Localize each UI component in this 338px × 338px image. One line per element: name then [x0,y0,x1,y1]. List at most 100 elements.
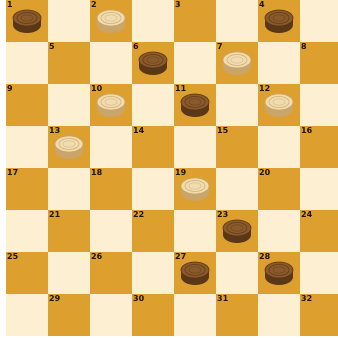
board-square-light [48,84,90,126]
board-square-27[interactable]: 27 [174,252,216,294]
board-square-light [48,0,90,42]
square-number: 8 [301,42,307,51]
board-square-light [300,168,338,210]
square-number: 24 [301,210,312,219]
board-square-light [6,210,48,252]
board-square-light [174,42,216,84]
square-number: 32 [301,294,312,303]
board-square-32[interactable]: 32 [300,294,338,336]
white-checker-piece[interactable] [96,93,126,118]
square-number: 9 [7,84,13,93]
square-number: 2 [91,0,97,9]
board-square-light [48,168,90,210]
board-square-13[interactable]: 13 [48,126,90,168]
square-number: 20 [259,168,270,177]
board-square-25[interactable]: 25 [6,252,48,294]
square-number: 13 [49,126,60,135]
square-number: 27 [175,252,186,261]
board-square-light [132,84,174,126]
board-square-light [216,168,258,210]
board-square-28[interactable]: 28 [258,252,300,294]
board-square-29[interactable]: 29 [48,294,90,336]
board-square-2[interactable]: 2 [90,0,132,42]
board-square-18[interactable]: 18 [90,168,132,210]
board-square-light [90,210,132,252]
square-number: 11 [175,84,186,93]
square-number: 21 [49,210,60,219]
board-square-9[interactable]: 9 [6,84,48,126]
board-square-7[interactable]: 7 [216,42,258,84]
square-number: 26 [91,252,102,261]
board-square-light [300,0,338,42]
square-number: 10 [91,84,102,93]
black-checker-piece[interactable] [12,9,42,34]
square-number: 6 [133,42,139,51]
board-square-17[interactable]: 17 [6,168,48,210]
board-square-6[interactable]: 6 [132,42,174,84]
white-checker-piece[interactable] [264,93,294,118]
board-square-12[interactable]: 12 [258,84,300,126]
board-square-23[interactable]: 23 [216,210,258,252]
board-square-5[interactable]: 5 [48,42,90,84]
black-checker-piece[interactable] [180,93,210,118]
board-square-light [174,210,216,252]
board-square-light [258,126,300,168]
board-square-light [90,42,132,84]
square-number: 7 [217,42,223,51]
square-number: 31 [217,294,228,303]
black-checker-piece[interactable] [138,51,168,76]
board-square-light [6,126,48,168]
board-square-20[interactable]: 20 [258,168,300,210]
board-square-light [300,252,338,294]
square-number: 22 [133,210,144,219]
square-number: 14 [133,126,144,135]
board-square-light [216,84,258,126]
board-square-light [300,84,338,126]
board-square-light [174,294,216,336]
board-square-light [90,126,132,168]
black-checker-piece[interactable] [264,261,294,286]
board-square-8[interactable]: 8 [300,42,338,84]
board-square-light [6,42,48,84]
board-square-22[interactable]: 22 [132,210,174,252]
board-square-light [258,294,300,336]
board-square-30[interactable]: 30 [132,294,174,336]
square-number: 1 [7,0,13,9]
board-square-10[interactable]: 10 [90,84,132,126]
board-square-light [216,252,258,294]
white-checker-piece[interactable] [54,135,84,160]
board-square-light [258,210,300,252]
board-square-31[interactable]: 31 [216,294,258,336]
board-square-light [132,168,174,210]
square-number: 12 [259,84,270,93]
board-square-24[interactable]: 24 [300,210,338,252]
board-square-light [132,0,174,42]
black-checker-piece[interactable] [264,9,294,34]
black-checker-piece[interactable] [222,219,252,244]
board-square-3[interactable]: 3 [174,0,216,42]
square-number: 3 [175,0,181,9]
white-checker-piece[interactable] [96,9,126,34]
board-square-15[interactable]: 15 [216,126,258,168]
board-square-11[interactable]: 11 [174,84,216,126]
board-square-4[interactable]: 4 [258,0,300,42]
board-square-21[interactable]: 21 [48,210,90,252]
square-number: 4 [259,0,265,9]
board-square-14[interactable]: 14 [132,126,174,168]
board-square-26[interactable]: 26 [90,252,132,294]
white-checker-piece[interactable] [180,177,210,202]
board-square-19[interactable]: 19 [174,168,216,210]
black-checker-piece[interactable] [180,261,210,286]
square-number: 23 [217,210,228,219]
white-checker-piece[interactable] [222,51,252,76]
square-number: 18 [91,168,102,177]
square-number: 28 [259,252,270,261]
board-square-16[interactable]: 16 [300,126,338,168]
square-number: 30 [133,294,144,303]
board-square-1[interactable]: 1 [6,0,48,42]
board-square-light [174,126,216,168]
square-number: 17 [7,168,18,177]
square-number: 5 [49,42,55,51]
board-square-light [90,294,132,336]
